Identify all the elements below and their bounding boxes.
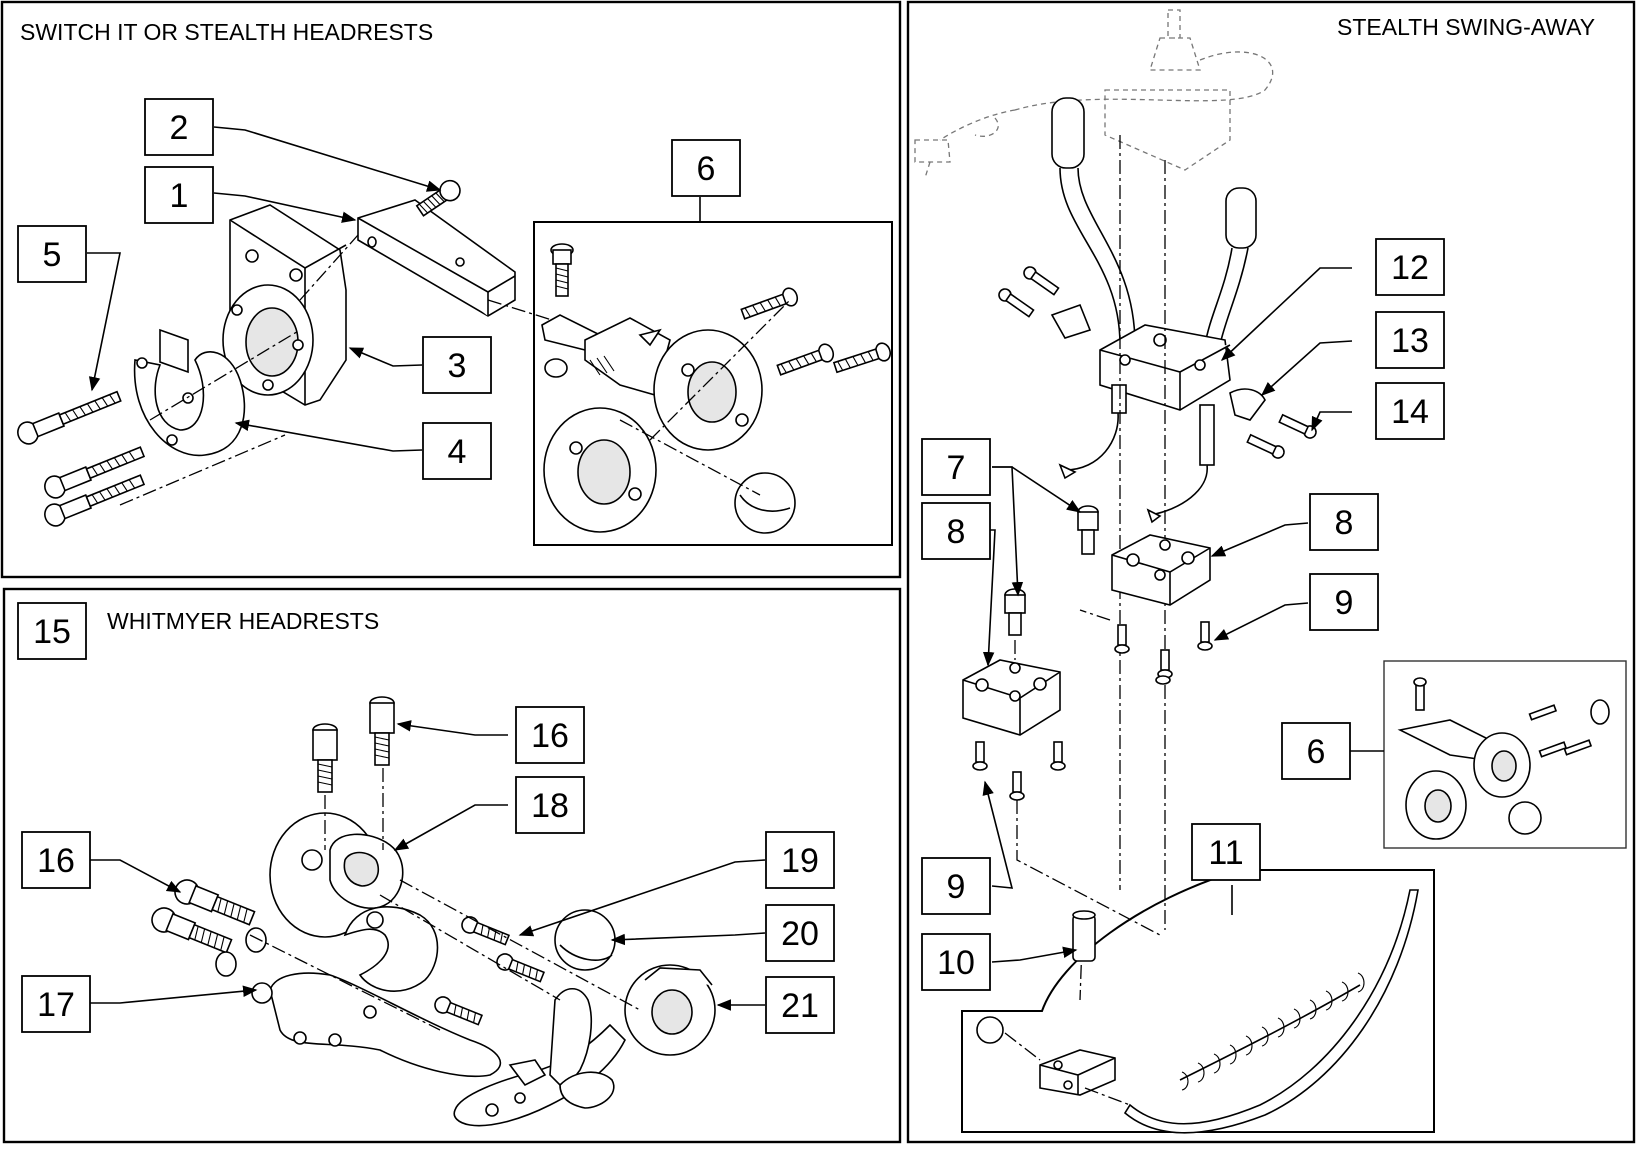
callout-14: 14 xyxy=(1375,382,1445,440)
callout-11: 11 xyxy=(1191,823,1261,881)
panel-switch-it-title: SWITCH IT OR STEALTH HEADRESTS xyxy=(20,19,433,45)
item-6-inset-frame xyxy=(1383,660,1627,849)
svg-text:18: 18 xyxy=(531,787,569,825)
callout-6-inset: 6 xyxy=(1281,722,1351,780)
svg-text:4: 4 xyxy=(448,433,467,471)
svg-text:16: 16 xyxy=(531,717,569,755)
svg-text:9: 9 xyxy=(1335,584,1354,622)
callout-1: 1 xyxy=(144,166,214,224)
svg-text:6: 6 xyxy=(1307,733,1326,771)
callout-12: 12 xyxy=(1375,238,1445,296)
svg-text:5: 5 xyxy=(43,236,62,274)
svg-text:7: 7 xyxy=(947,449,966,487)
panel-switch-it-parts xyxy=(17,179,892,534)
callout-16-top: 16 xyxy=(515,706,585,764)
svg-text:6: 6 xyxy=(697,150,716,188)
panel-stealth-frame xyxy=(906,0,1636,1144)
callout-8-left: 8 xyxy=(921,502,991,560)
panel-switch-it-frame xyxy=(0,0,902,579)
callout-4: 4 xyxy=(422,422,492,480)
callout-7: 7 xyxy=(921,438,991,496)
callout-21: 21 xyxy=(765,976,835,1034)
callout-15: 15 xyxy=(17,602,87,660)
svg-text:10: 10 xyxy=(937,944,975,982)
callout-6-detail: 6 xyxy=(671,139,741,197)
svg-text:21: 21 xyxy=(781,987,819,1025)
svg-text:16: 16 xyxy=(37,842,75,880)
svg-text:9: 9 xyxy=(947,868,966,906)
callout-8-right: 8 xyxy=(1309,493,1379,551)
svg-text:3: 3 xyxy=(448,347,467,385)
callout-5: 5 xyxy=(17,225,87,283)
callout-9-right: 9 xyxy=(1309,573,1379,631)
svg-text:13: 13 xyxy=(1391,322,1429,360)
svg-text:8: 8 xyxy=(1335,504,1354,542)
svg-text:20: 20 xyxy=(781,915,819,953)
callout-3: 3 xyxy=(422,336,492,394)
callout-13: 13 xyxy=(1375,311,1445,369)
callout-16-left: 16 xyxy=(21,831,91,889)
callout-2: 2 xyxy=(144,98,214,156)
callout-9-left: 9 xyxy=(921,857,991,915)
panel-stealth-title: STEALTH SWING-AWAY xyxy=(1337,14,1595,40)
item-11-kit-frame xyxy=(961,869,1435,1133)
svg-text:12: 12 xyxy=(1391,249,1429,287)
callout-20: 20 xyxy=(765,904,835,962)
callout-10: 10 xyxy=(921,933,991,991)
panel-stealth-parts xyxy=(914,9,1610,1134)
svg-text:2: 2 xyxy=(170,109,189,147)
svg-text:15: 15 xyxy=(33,613,71,651)
svg-text:17: 17 xyxy=(37,986,75,1024)
callout-18: 18 xyxy=(515,776,585,834)
svg-text:1: 1 xyxy=(170,177,189,215)
svg-text:14: 14 xyxy=(1391,393,1429,431)
svg-text:11: 11 xyxy=(1208,834,1243,872)
callout-19: 19 xyxy=(765,831,835,889)
svg-text:8: 8 xyxy=(947,513,966,551)
panel-whitmyer-title: WHITMYER HEADRESTS xyxy=(107,608,379,634)
panel-whitmyer-parts xyxy=(151,696,716,1127)
callout-17: 17 xyxy=(21,975,91,1033)
leader-lines xyxy=(87,126,1384,1011)
panel-whitmyer-frame xyxy=(2,587,902,1144)
svg-text:19: 19 xyxy=(781,842,819,880)
item-6-detail-frame xyxy=(533,221,893,546)
